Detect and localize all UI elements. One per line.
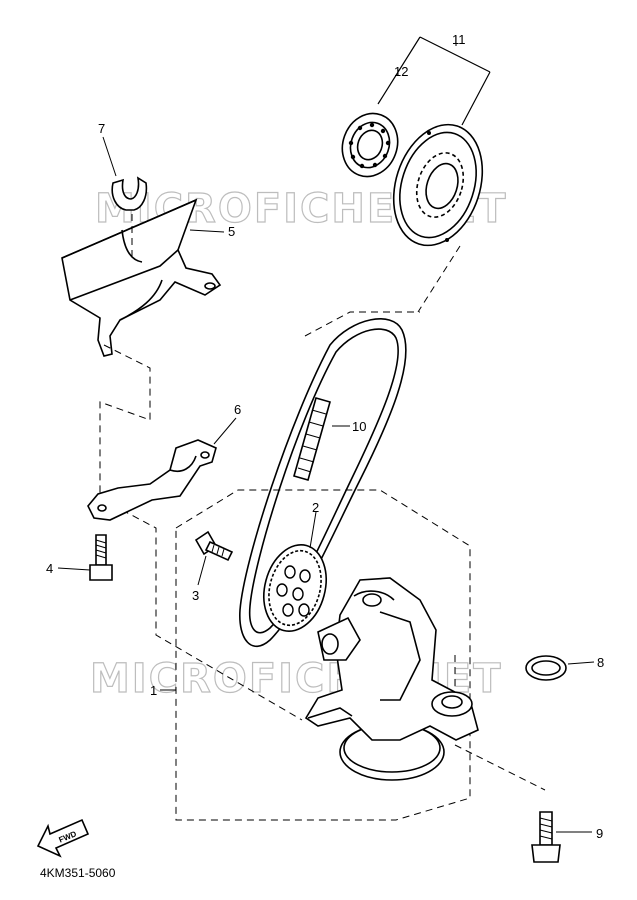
- sprocket-part-11: [392, 123, 484, 247]
- bearing-part-12: [341, 112, 399, 178]
- oil-pump-part-1: [304, 577, 479, 781]
- leader-4: [57, 567, 91, 571]
- bracket-part-6: [87, 439, 217, 521]
- dash-link-9: [454, 744, 546, 791]
- callout-4: 4: [46, 561, 53, 576]
- pump-assembly-box: [175, 489, 471, 821]
- callout-6: 6: [234, 402, 241, 417]
- callout-1: 1: [150, 683, 157, 698]
- bolt-part-4: [89, 534, 113, 581]
- dash-link-5-6: [99, 344, 151, 515]
- callout-8: 8: [597, 655, 604, 670]
- leader-bracket-11: [377, 36, 491, 126]
- fwd-arrow-icon: FWD: [36, 818, 90, 858]
- callout-10: 10: [352, 419, 366, 434]
- leader-7: [102, 136, 117, 177]
- leader-3: [197, 555, 207, 586]
- callout-5: 5: [228, 224, 235, 239]
- callout-11: 11: [452, 32, 466, 47]
- clip-part-7: [111, 176, 148, 211]
- bolt-part-9: [531, 811, 561, 863]
- leader-6: [213, 417, 237, 445]
- bolt-part-3: [194, 530, 234, 562]
- cover-part-5: [61, 198, 222, 357]
- callout-7: 7: [98, 121, 105, 136]
- callout-2: 2: [312, 500, 319, 515]
- callout-3: 3: [192, 588, 199, 603]
- dash-link-sprocket-2: [417, 245, 461, 313]
- pump-sprocket-part-2: [263, 543, 327, 633]
- o-ring-part-8: [525, 655, 567, 681]
- leader-8: [567, 661, 595, 665]
- leader-5: [189, 229, 225, 233]
- dash-link-sprocket: [304, 311, 420, 337]
- leader-2: [309, 511, 317, 549]
- diagram-code: 4KM351-5060: [40, 866, 116, 880]
- callout-9: 9: [596, 826, 603, 841]
- dash-link-6-1: [121, 509, 303, 721]
- callout-12: 12: [394, 64, 408, 79]
